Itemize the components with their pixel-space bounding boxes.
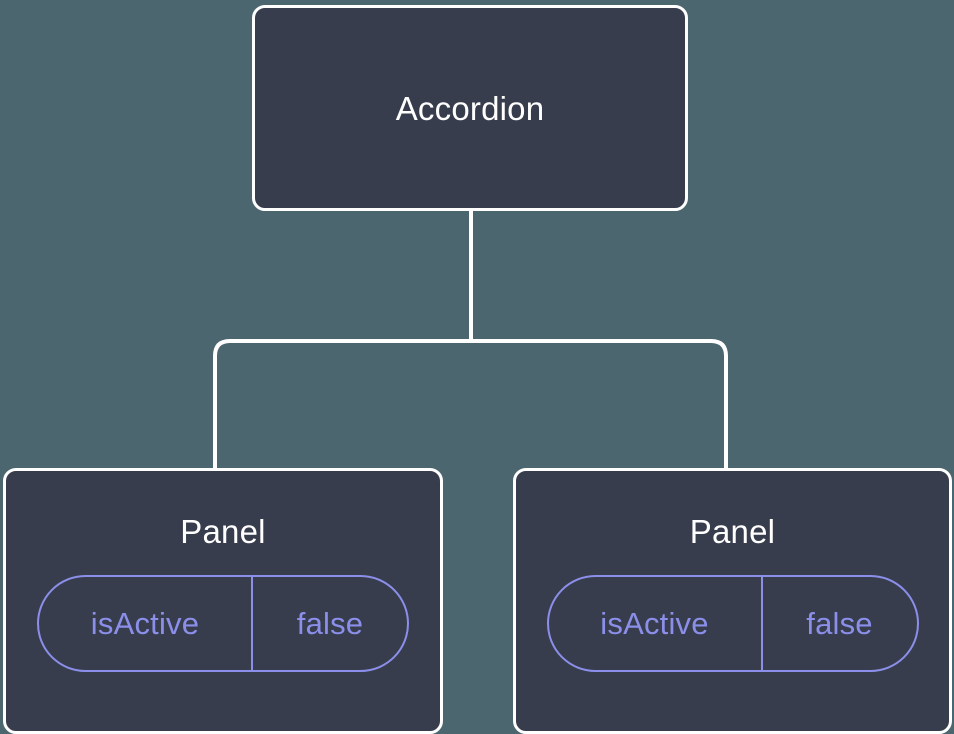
prop-key-isactive-right: isActive — [600, 606, 709, 641]
prop-pill-isactive-right[interactable]: isActive false — [546, 575, 919, 672]
node-panel-left-label: Panel — [180, 513, 266, 550]
node-panel-left[interactable]: Panel isActive false — [3, 468, 443, 734]
node-panel-right-label: Panel — [689, 513, 776, 550]
prop-value-isactive-right: false — [760, 577, 917, 670]
prop-value-isactive-left: false — [251, 577, 407, 670]
prop-pill-isactive-left[interactable]: isActive false — [37, 575, 409, 672]
prop-key-isactive-left: isActive — [90, 606, 200, 641]
edge-to-panel-right — [471, 339, 728, 470]
node-panel-right[interactable]: Panel isActive false — [513, 468, 952, 734]
edge-to-panel-left — [213, 339, 471, 470]
node-accordion[interactable]: Accordion — [252, 5, 688, 211]
node-accordion-label: Accordion — [395, 89, 545, 127]
